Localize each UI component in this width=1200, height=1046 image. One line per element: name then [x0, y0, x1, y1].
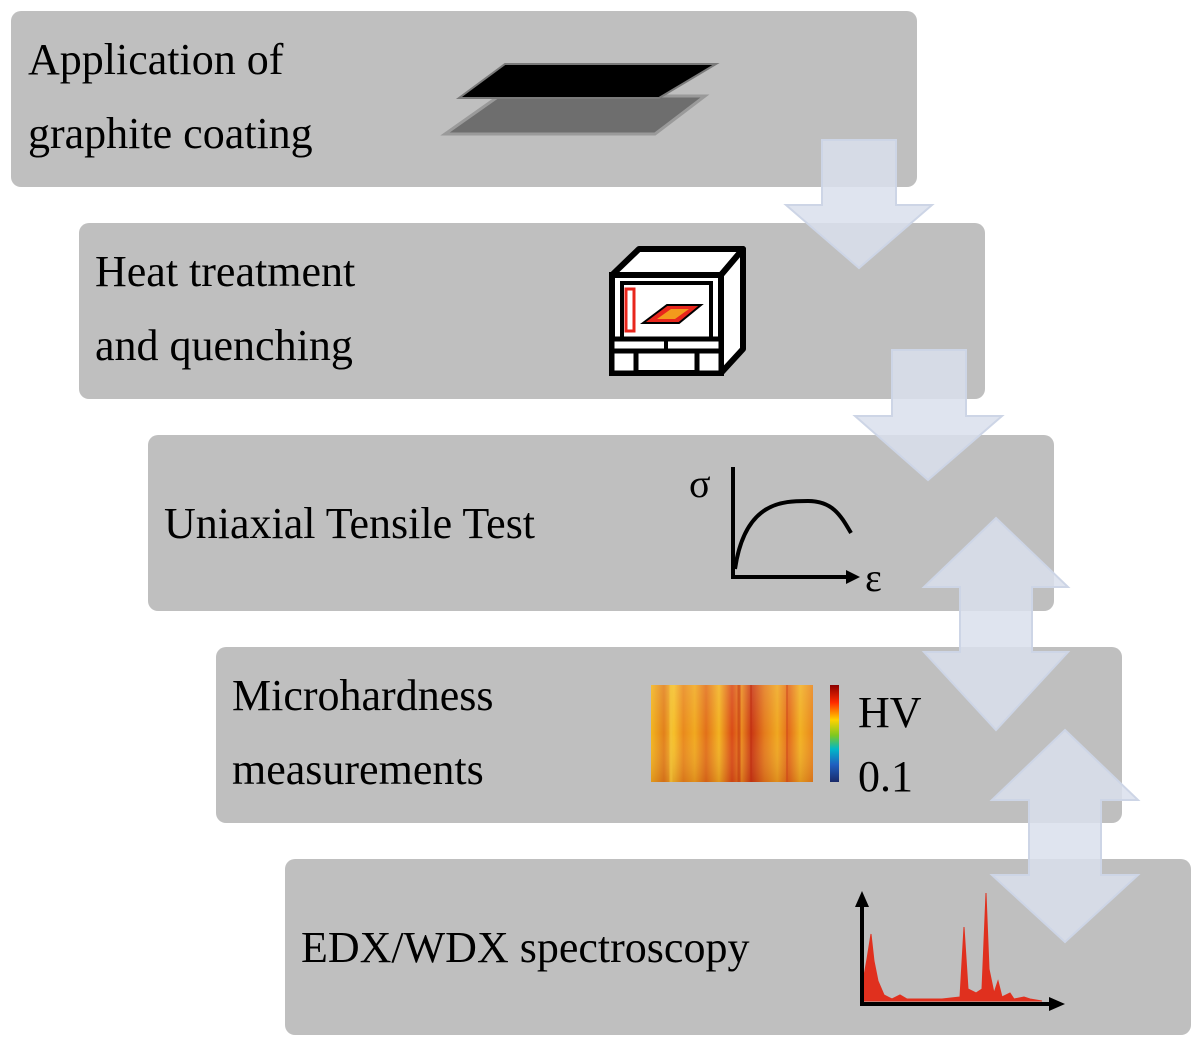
- step-label-line: graphite coating: [28, 109, 313, 158]
- hv-load-label: 0.1: [858, 752, 913, 801]
- step-heat-treatment: Heat treatment and quenching: [79, 223, 985, 399]
- step-label-line: Heat treatment: [95, 247, 356, 296]
- hv-scale-label: HV 0.1: [858, 681, 922, 809]
- step-label: Application of graphite coating: [28, 23, 313, 171]
- graphite-layers-icon: [440, 63, 720, 136]
- step-label-line: Uniaxial Tensile Test: [164, 499, 536, 548]
- step-graphite-coating: Application of graphite coating: [11, 11, 917, 187]
- step-microhardness: Microhardness measurements: [216, 647, 1122, 823]
- hv-label: HV: [858, 688, 922, 737]
- step-label: Uniaxial Tensile Test: [164, 487, 535, 561]
- step-label-line: measurements: [232, 745, 484, 794]
- step-label: Microhardness measurements: [232, 659, 494, 807]
- hardness-map-icon: [651, 685, 839, 782]
- step-label: EDX/WDX spectroscopy: [301, 911, 749, 985]
- spectrum-icon: [855, 891, 1065, 1011]
- step-label-line: and quenching: [95, 321, 353, 370]
- step-label: Heat treatment and quenching: [95, 235, 355, 383]
- step-edx-wdx: EDX/WDX spectroscopy: [285, 859, 1191, 1035]
- furnace-icon: [609, 246, 746, 376]
- step-label-line: EDX/WDX spectroscopy: [301, 923, 750, 972]
- step-label-line: Microhardness: [232, 671, 494, 720]
- stress-strain-icon: σ ε: [689, 461, 882, 600]
- strain-symbol: ε: [865, 555, 882, 600]
- stress-symbol: σ: [689, 461, 711, 506]
- step-tensile-test: Uniaxial Tensile Test σ ε: [148, 435, 1054, 611]
- step-label-line: Application of: [28, 35, 284, 84]
